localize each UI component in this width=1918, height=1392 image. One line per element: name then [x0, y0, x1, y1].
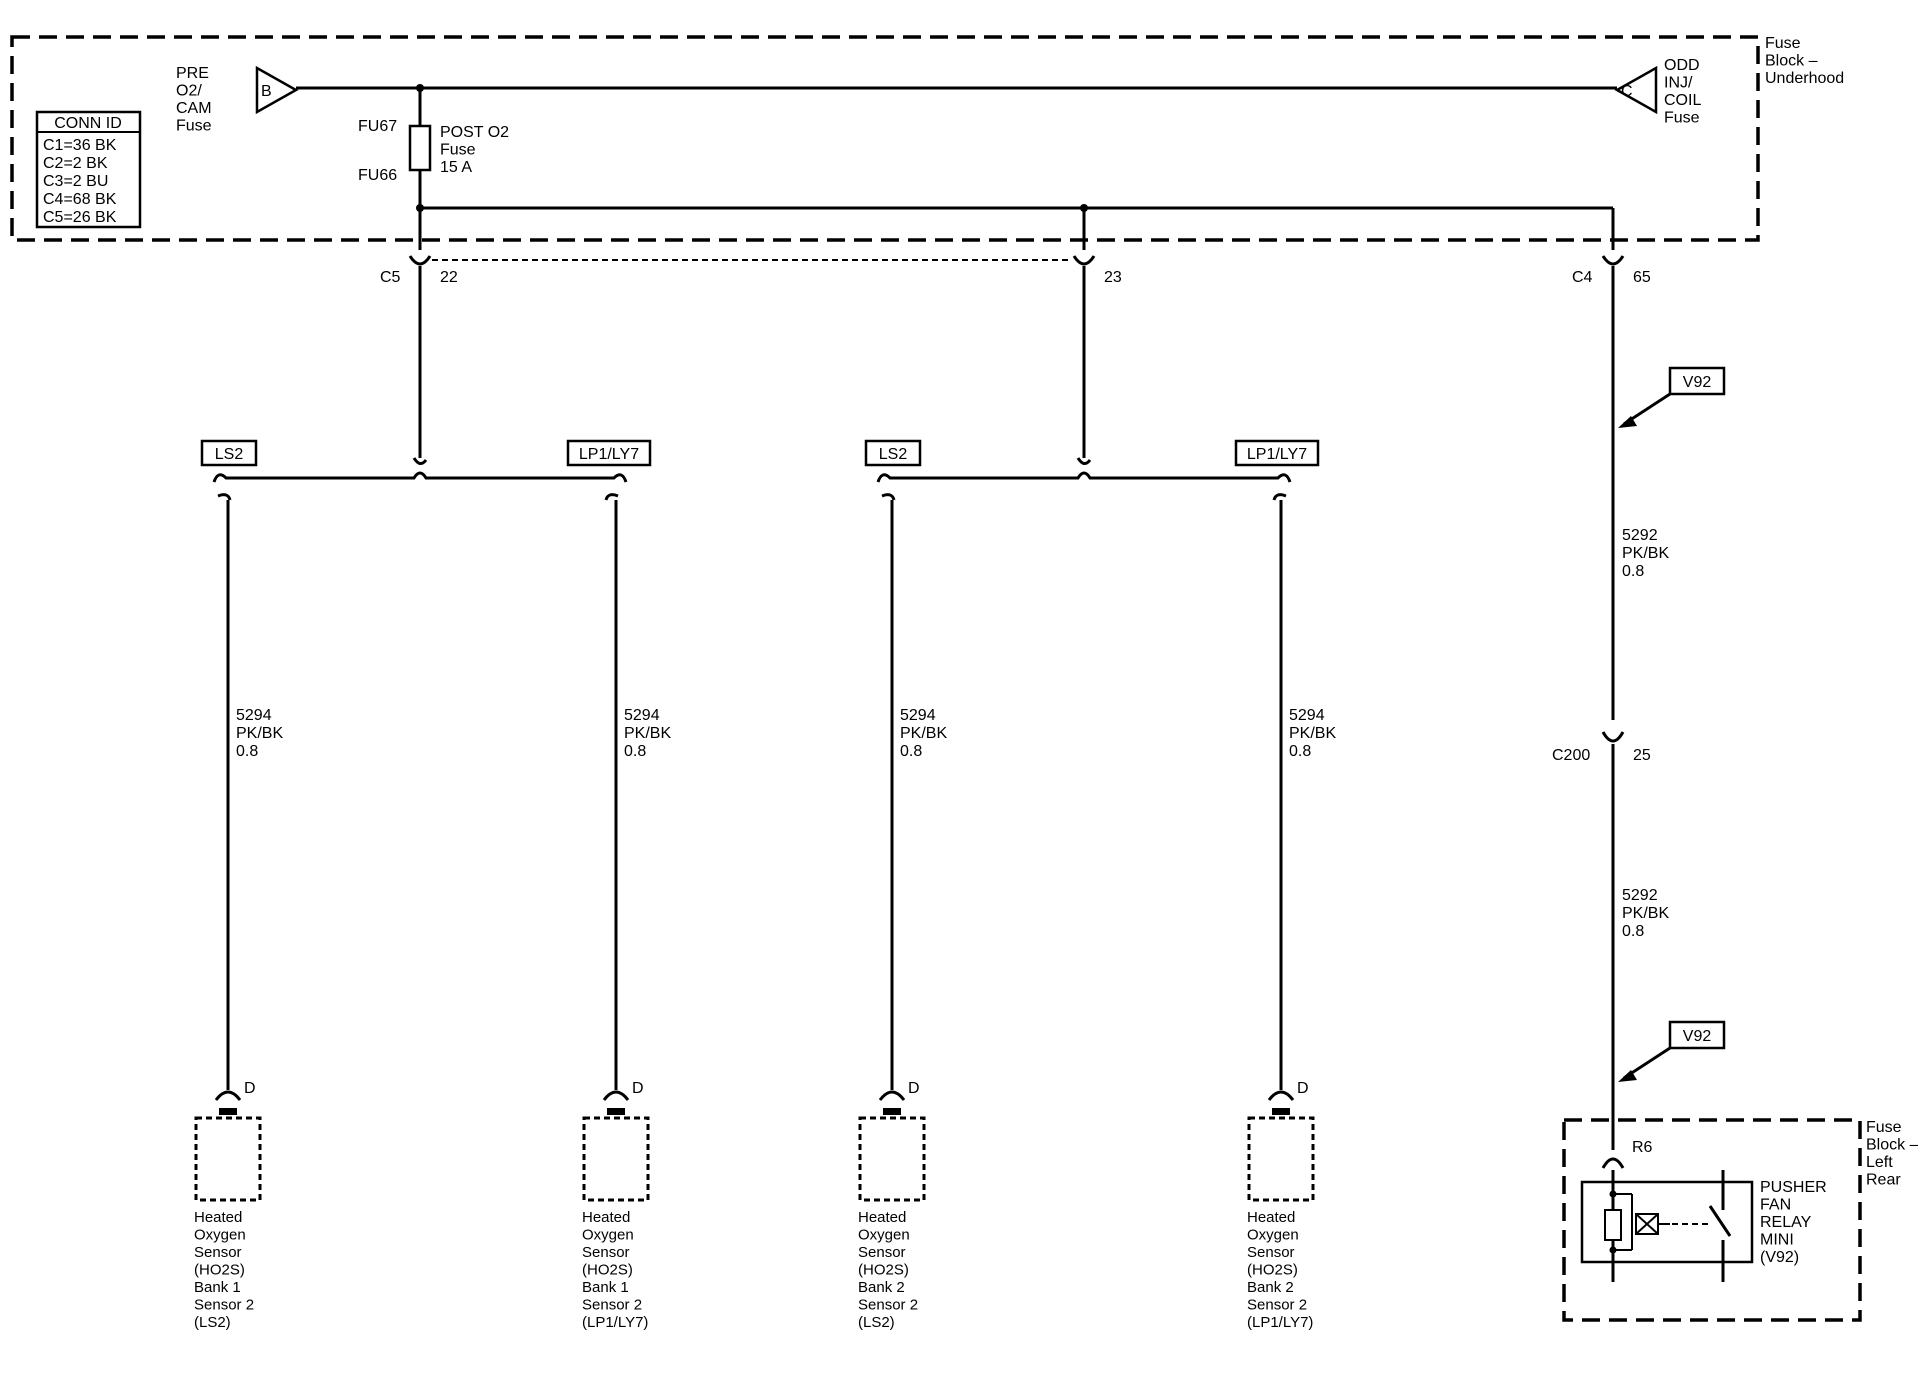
post-o2-fuse-element: [408, 124, 432, 172]
option-arrow: [1618, 416, 1637, 428]
wire-label-5294: 5294 PK/BK 0.8: [900, 707, 947, 760]
relay-resistor: [1604, 1209, 1622, 1241]
connector-c5-pin22: [408, 255, 432, 266]
odd-inj-coil-terminal-letter: C: [1621, 83, 1633, 100]
conn-id-row: C3=2 BU: [43, 173, 108, 190]
left-rear-fuse-block-outline: [1562, 1118, 1862, 1322]
option-v92-text: V92: [1683, 374, 1712, 391]
svg-text:0.8: 0.8: [1622, 563, 1644, 580]
svg-text:5294: 5294: [1289, 707, 1325, 724]
svg-text:5294: 5294: [624, 707, 660, 724]
pusher-fan-relay: [1580, 1170, 1754, 1282]
wire-label-5292: 5292 PK/BK 0.8: [1622, 527, 1669, 580]
connector-c4-pin65: [1601, 255, 1625, 266]
option-tag-v92: [1668, 366, 1726, 396]
svg-text:0.8: 0.8: [624, 743, 646, 760]
option-tag-ls2: [864, 439, 922, 467]
wire-label-5294: 5294 PK/BK 0.8: [1289, 707, 1336, 760]
wire-label-5294: 5294 PK/BK 0.8: [236, 707, 283, 760]
sensor-pin-label: D: [244, 1080, 256, 1097]
svg-text:PK/BK: PK/BK: [236, 725, 283, 742]
option-tag-lp1-ly7: [566, 439, 652, 467]
c5-pin23: 23: [1104, 269, 1122, 286]
connector-r6: [1601, 1157, 1625, 1169]
conn-id-table: CONN ID C1=36 BK C2=2 BK C3=2 BU C4=68 B…: [35, 110, 142, 229]
svg-text:0.8: 0.8: [236, 743, 258, 760]
pre-o2-terminal-letter: B: [261, 83, 272, 100]
sensor-pin-label: D: [632, 1080, 644, 1097]
r6-name: R6: [1632, 1139, 1653, 1156]
option-lp1-ly7-text: LP1/LY7: [579, 446, 639, 463]
wire-label-5292: 5292 PK/BK 0.8: [1622, 887, 1669, 940]
option-lp1-ly7-text: LP1/LY7: [1247, 446, 1307, 463]
svg-text:5294: 5294: [236, 707, 272, 724]
connector-c200-pin25: [1601, 731, 1625, 743]
conn-id-row: C5=26 BK: [43, 209, 117, 226]
wire-label-5294: 5294 PK/BK 0.8: [624, 707, 671, 760]
underhood-fuse-block-outline: [10, 35, 1760, 242]
option-ls2-text: LS2: [215, 446, 244, 463]
option-tag-ls2: [200, 439, 258, 467]
c200-name: C200: [1552, 747, 1590, 764]
svg-text:PK/BK: PK/BK: [1622, 545, 1669, 562]
sensor-pin-label: D: [908, 1080, 920, 1097]
sensor-outline: [582, 1116, 650, 1202]
odd-inj-coil-fuse-terminal: [1614, 65, 1658, 115]
sensor-outline: [1247, 1116, 1315, 1202]
svg-text:5294: 5294: [900, 707, 936, 724]
option-v92-text: V92: [1683, 1028, 1712, 1045]
c4-name: C4: [1572, 269, 1593, 286]
svg-text:0.8: 0.8: [1622, 923, 1644, 940]
svg-text:PK/BK: PK/BK: [1622, 905, 1669, 922]
option-arrow: [1618, 1070, 1637, 1082]
c5-name: C5: [380, 269, 401, 286]
conn-id-row: C4=68 BK: [43, 191, 117, 208]
fuse-id-bottom: FU66: [358, 167, 397, 184]
c200-pin25: 25: [1633, 747, 1651, 764]
connector-c5-pin23: [1072, 255, 1096, 266]
sensor-outline: [858, 1116, 926, 1202]
svg-text:0.8: 0.8: [900, 743, 922, 760]
svg-text:PK/BK: PK/BK: [624, 725, 671, 742]
option-ls2-text: LS2: [879, 446, 908, 463]
conn-id-row: C2=2 BK: [43, 155, 108, 172]
svg-text:5292: 5292: [1622, 527, 1658, 544]
svg-text:PK/BK: PK/BK: [1289, 725, 1336, 742]
conn-id-header: CONN ID: [54, 115, 122, 132]
option-tag-v92: [1668, 1020, 1726, 1050]
svg-text:0.8: 0.8: [1289, 743, 1311, 760]
c4-pin65: 65: [1633, 269, 1651, 286]
sensor-outline: [194, 1116, 262, 1202]
c5-pin22: 22: [440, 269, 458, 286]
option-tag-lp1-ly7: [1234, 439, 1320, 467]
svg-text:PK/BK: PK/BK: [900, 725, 947, 742]
pre-o2-fuse-terminal: [255, 65, 299, 115]
conn-id-row: C1=36 BK: [43, 137, 117, 154]
svg-text:5292: 5292: [1622, 887, 1658, 904]
sensor-pin-label: D: [1297, 1080, 1309, 1097]
fuse-id-top: FU67: [358, 118, 397, 135]
